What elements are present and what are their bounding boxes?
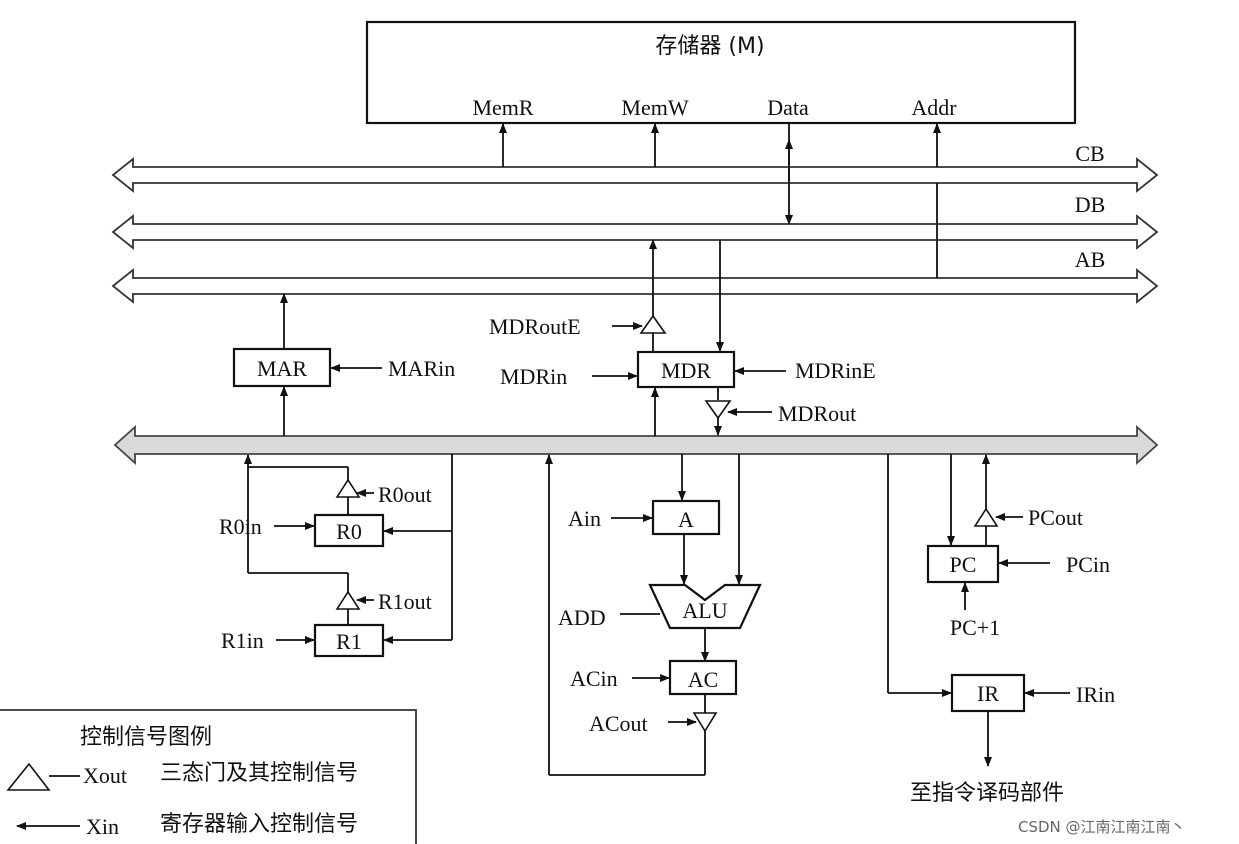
alu-unit xyxy=(648,583,762,630)
watermark: CSDN @江南江南江南丶 xyxy=(1018,818,1186,836)
mdr-register xyxy=(636,350,736,389)
ir-label: IR xyxy=(977,681,999,706)
pc-section: PC PCout PCin PC+1 xyxy=(926,454,1110,640)
mdrin-signal: MDRin xyxy=(500,364,567,389)
internal-bus xyxy=(113,424,1159,466)
add-signal: ADD xyxy=(558,605,606,630)
pc-register xyxy=(926,544,1000,584)
cb-label: CB xyxy=(1075,141,1104,166)
system-buses: CB DB AB xyxy=(111,141,1159,304)
mdr-group: MDR MDRoutE MDRin MDRinE MDRout xyxy=(489,239,876,436)
pcin-signal: PCin xyxy=(1066,552,1110,577)
alu-section: A Ain ALU ADD AC ACin ACout xyxy=(545,454,762,776)
legend-xout-desc: 三态门及其控制信号 xyxy=(160,761,358,786)
tristate-gate-icon xyxy=(6,762,51,791)
ir-section: IR IRin 至指令译码部件 xyxy=(887,454,1115,806)
pc-label: PC xyxy=(950,552,977,577)
mdr-label: MDR xyxy=(661,358,711,383)
a-register xyxy=(651,499,721,536)
r0-label: R0 xyxy=(336,519,362,544)
legend-xout: Xout xyxy=(83,763,127,788)
mar-label: MAR xyxy=(257,356,307,381)
mar-group: MAR MARin xyxy=(232,293,455,436)
mdroute-signal: MDRoutE xyxy=(489,314,581,339)
ac-register xyxy=(668,659,738,696)
ir-register xyxy=(950,673,1026,713)
address-bus xyxy=(111,268,1159,304)
pcout-signal: PCout xyxy=(1028,505,1083,530)
acin-signal: ACin xyxy=(570,666,618,691)
acout-signal: ACout xyxy=(589,711,648,736)
alu-label: ALU xyxy=(682,598,727,623)
irin-signal: IRin xyxy=(1076,682,1115,707)
db-label: DB xyxy=(1075,192,1106,217)
data-bus xyxy=(111,214,1159,250)
port-data: Data xyxy=(767,95,809,120)
memory-title: 存储器 (M) xyxy=(655,34,764,59)
legend-xin-desc: 寄存器输入控制信号 xyxy=(160,812,358,837)
r1-label: R1 xyxy=(336,629,362,654)
ac-label: AC xyxy=(688,667,719,692)
port-addr: Addr xyxy=(911,95,957,120)
general-registers: R0 R1 R0out R0in R1out R1in xyxy=(219,454,453,658)
a-label: A xyxy=(678,507,694,532)
port-memw: MemW xyxy=(621,95,688,120)
r1-register xyxy=(313,623,385,658)
control-bus xyxy=(111,157,1159,193)
r1out-signal: R1out xyxy=(378,589,432,614)
ain-signal: Ain xyxy=(568,506,601,531)
r0out-signal: R0out xyxy=(378,482,432,507)
legend: 控制信号图例 Xout 三态门及其控制信号 Xin 寄存器输入控制信号 xyxy=(0,709,417,844)
legend-title: 控制信号图例 xyxy=(80,725,212,750)
legend-xin: Xin xyxy=(86,814,119,839)
mdrine-signal: MDRinE xyxy=(795,358,876,383)
mdrout-signal: MDRout xyxy=(778,401,856,426)
r1in-signal: R1in xyxy=(221,628,264,653)
marin-signal: MARin xyxy=(388,356,455,381)
port-memr: MemR xyxy=(472,95,533,120)
r0in-signal: R0in xyxy=(219,514,262,539)
pcplus1-signal: PC+1 xyxy=(950,615,1000,640)
memory-connections xyxy=(499,123,941,278)
decoder-label: 至指令译码部件 xyxy=(910,781,1064,806)
memory-block: 存储器 (M) MemR MemW Data Addr xyxy=(365,20,1077,125)
ab-label: AB xyxy=(1075,247,1106,272)
